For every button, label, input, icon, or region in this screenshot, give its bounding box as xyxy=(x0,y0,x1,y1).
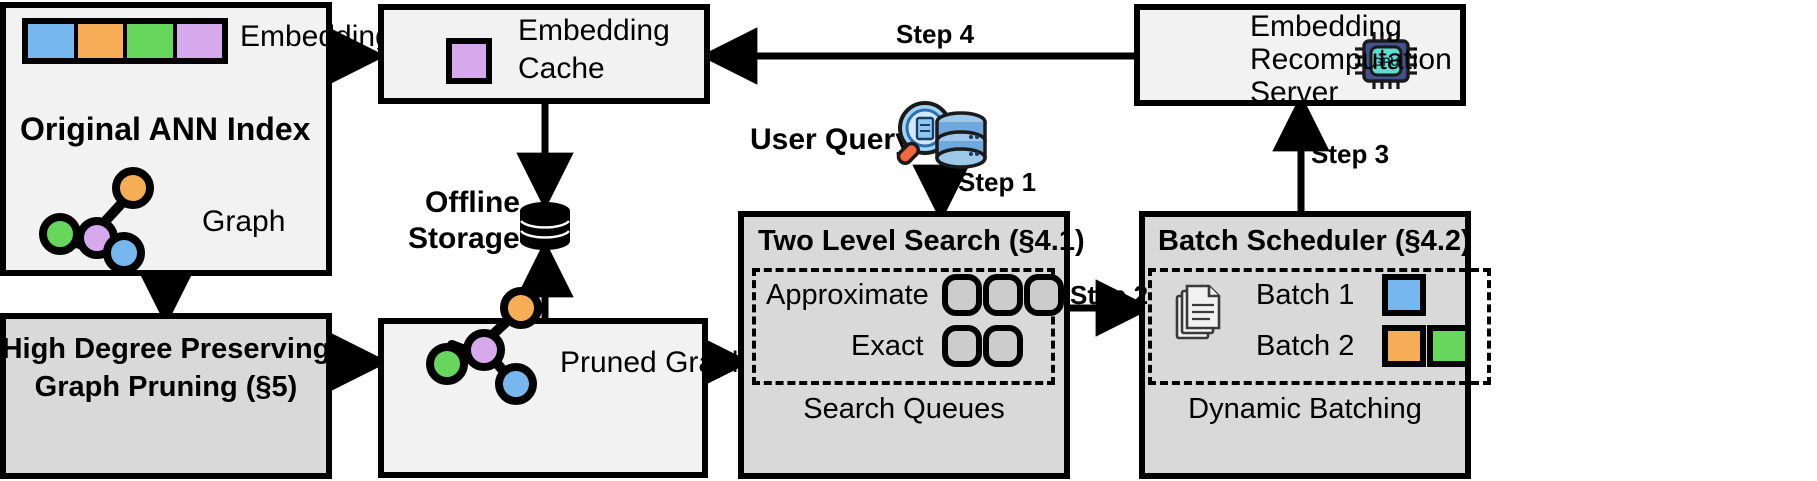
step-1-label: Step 1 xyxy=(958,167,1037,197)
batch-scheduler-title: Batch Scheduler (§4.2) xyxy=(1158,225,1471,257)
embedding-label: Embedding xyxy=(240,20,392,53)
search-queues-dashed-area xyxy=(752,268,1055,385)
user-query-label: User Query xyxy=(750,123,912,156)
search-queue-slot xyxy=(1024,274,1064,316)
graph-pruning-title-line1: High Degree Preserving xyxy=(1,333,331,365)
pruned-graph-box xyxy=(378,318,708,478)
recomputation-server-title-line3: Server xyxy=(1250,76,1339,109)
embedding-cache-swatch-icon xyxy=(446,38,492,84)
recomputation-server-box xyxy=(1134,4,1466,106)
search-queue-slot xyxy=(983,274,1023,316)
embedding-cache-box xyxy=(378,4,710,104)
database-stack-icon xyxy=(935,111,987,169)
graph-label: Graph xyxy=(202,205,286,238)
dynamic-batching-footer: Dynamic Batching xyxy=(1188,393,1422,425)
search-row-label-exact: Exact xyxy=(851,330,924,362)
offline-storage-label-line1: Offline xyxy=(425,186,520,219)
two-level-search-title: Two Level Search (§4.1) xyxy=(758,225,1085,257)
search-queue-slot xyxy=(942,325,982,367)
batch-label-1: Batch 1 xyxy=(1256,279,1355,311)
graph-pruning-box xyxy=(0,313,332,479)
batch-label-2: Batch 2 xyxy=(1256,330,1355,362)
step-4-label: Step 4 xyxy=(896,19,975,49)
batch-1-swatch-blue xyxy=(1382,274,1426,316)
embedding-strip-icon xyxy=(22,18,228,64)
batch-2-swatch-orange xyxy=(1382,325,1426,367)
offline-storage-label-line2: Storage xyxy=(408,222,520,255)
step-3-label: Step 3 xyxy=(1311,139,1390,169)
original-ann-index-title: Original ANN Index xyxy=(20,111,311,147)
recomputation-server-title-line2: Recomputation xyxy=(1250,43,1452,76)
search-queue-slot xyxy=(942,274,982,316)
search-row-label-approximate: Approximate xyxy=(766,279,929,311)
batch-2-swatch-green xyxy=(1427,325,1471,367)
step-2-label: Step 2 xyxy=(1070,280,1149,310)
pruned-graph-label: Pruned Graph xyxy=(560,346,749,379)
search-queues-footer: Search Queues xyxy=(803,393,1005,425)
dynamic-batching-dashed-area xyxy=(1148,268,1491,385)
graph-pruning-title-line2: Graph Pruning (§5) xyxy=(34,371,298,403)
recomputation-server-title-line1: Embedding xyxy=(1250,10,1402,43)
embedding-cache-title-line2: Cache xyxy=(518,52,605,85)
search-queue-slot xyxy=(983,325,1023,367)
embedding-cache-title-line1: Embedding xyxy=(518,14,670,47)
